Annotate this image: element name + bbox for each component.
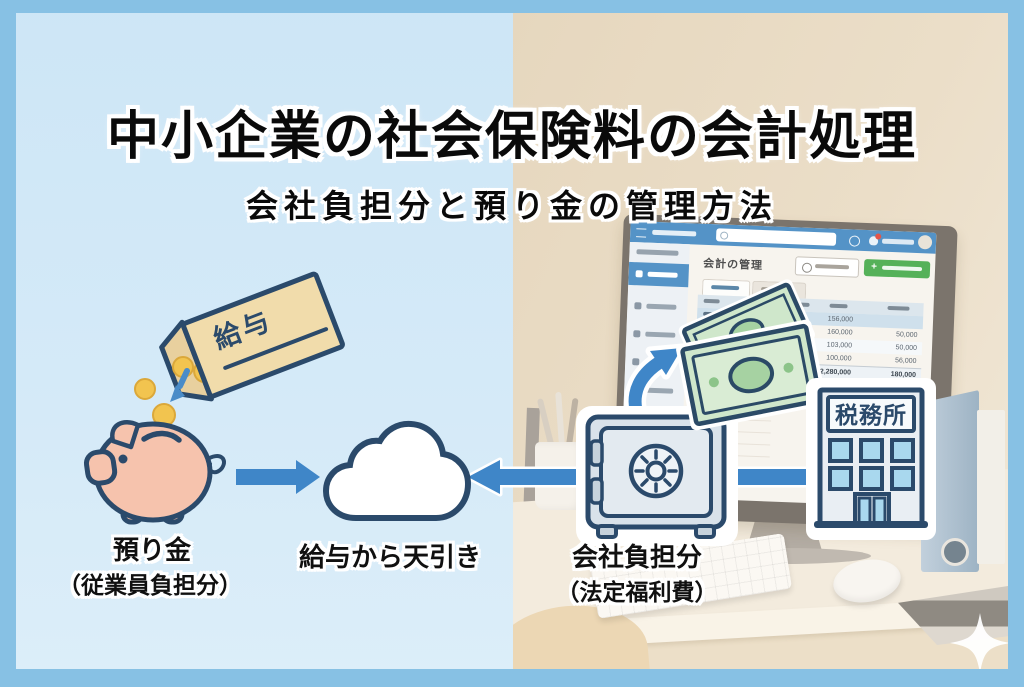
plus-icon: + [870, 261, 878, 273]
settings-button [794, 256, 860, 278]
cloud-label: 給与から天引き [298, 542, 482, 572]
sidebar-item [628, 261, 690, 288]
sidebar-item [625, 350, 686, 375]
sidebar-item [622, 434, 683, 459]
gear-icon [801, 262, 813, 273]
binder-blue [921, 390, 979, 572]
app-main: 会計の管理 + [680, 244, 936, 507]
search-icon [720, 231, 729, 240]
monitor: 会計の管理 + [612, 213, 958, 530]
app-sidebar [620, 241, 690, 499]
tab-active [701, 278, 751, 297]
user-name-placeholder [881, 238, 915, 245]
accounting-app-screen: 会計の管理 + [620, 220, 937, 508]
search-input [715, 228, 837, 246]
safe-label: 会社負担分 [571, 542, 703, 572]
app-name-placeholder [652, 229, 697, 237]
app-page-title: 会計の管理 [702, 257, 764, 273]
create-button: + [863, 258, 931, 279]
page-title: 中小企業の社会保険料の会計処理 [106, 108, 917, 166]
help-icon [848, 235, 861, 247]
sidebar-item [626, 322, 687, 347]
sidebar-item [623, 406, 684, 431]
row-labels-column [691, 394, 772, 470]
piggy-sublabel: （従業員負担分） [58, 572, 242, 598]
binder-white [977, 410, 1005, 564]
sidebar-item [627, 294, 688, 319]
app-table: 156,000 160,000 50,000 103,000 5 [693, 294, 924, 407]
pen-cup [535, 442, 585, 510]
menu-icon [636, 228, 647, 238]
phone-placeholder [636, 249, 679, 256]
safe-sublabel: （法定福利費） [556, 579, 718, 605]
bell-icon [868, 233, 882, 246]
inner-canvas: 会計の管理 + [16, 13, 1008, 669]
avatar [917, 235, 933, 250]
piggy-label: 預り金 [112, 535, 192, 565]
page-subtitle: 会社負担分と預り金の管理方法 [245, 188, 778, 224]
sidebar-item [624, 378, 685, 403]
binder-hole [941, 538, 969, 566]
notification-badge [875, 233, 882, 240]
pencil [555, 391, 565, 445]
